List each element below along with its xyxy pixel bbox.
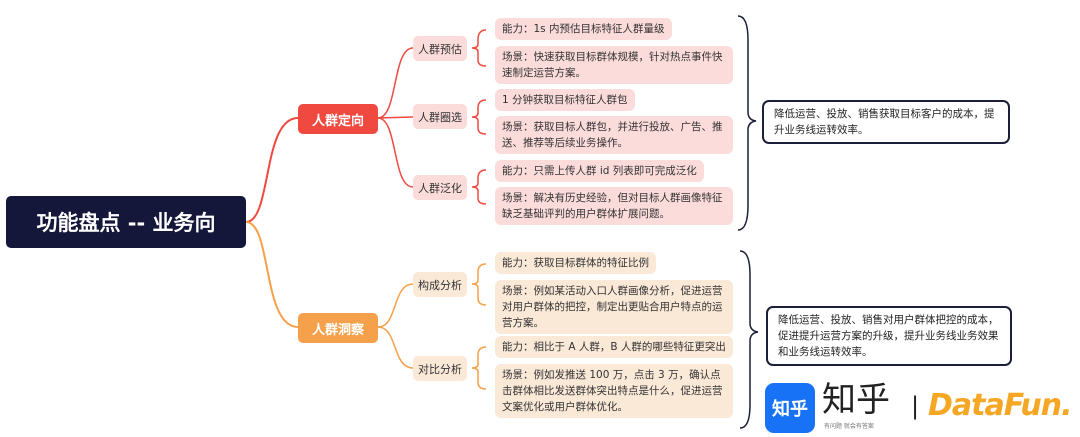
- leaf-compare-ability: 能力：相比于 A 人群，B 人群的哪些特征更突出: [495, 336, 733, 358]
- branch-insight: 人群洞察: [298, 313, 378, 343]
- connector-root-insight: [245, 221, 299, 328]
- connector-insight-compare: [377, 326, 414, 369]
- zhihu-slogan: 有问题 就会有答案: [824, 423, 874, 430]
- brace-composition: [471, 263, 487, 306]
- root-node: 功能盘点 -- 业务向: [6, 196, 246, 248]
- zhihu-logo-icon: 知乎: [765, 383, 815, 433]
- leaf-composition-scenario: 场景：例如某活动入口人群画像分析，促进运营对用户群体的把控，制定出更贴合用户特点…: [495, 280, 733, 334]
- leaf-estimate-scenario: 场景：快速获取目标群体规模，针对热点事件快速制定运营方案。: [495, 46, 733, 84]
- leaf-select-ability: 1 分钟获取目标特征人群包: [495, 89, 635, 111]
- logo-separator: |: [911, 392, 920, 420]
- connector-targeting-expand: [377, 117, 414, 188]
- connector-targeting-estimate: [377, 47, 414, 119]
- node-select: 人群圈选: [413, 104, 467, 129]
- summary-brace-insight: [739, 250, 759, 429]
- leaf-select-scenario: 场景：获取目标人群包，并进行投放、广告、推送、推荐等后续业务操作。: [495, 116, 733, 154]
- connector-root-targeting: [245, 117, 299, 223]
- branch-targeting: 人群定向: [298, 104, 378, 134]
- brace-expand: [471, 169, 487, 205]
- brace-estimate: [471, 29, 487, 67]
- leaf-composition-ability: 能力：获取目标群体的特征比例: [495, 252, 656, 274]
- connector-targeting-select: [377, 116, 414, 119]
- node-compare: 对比分析: [413, 356, 467, 381]
- node-composition: 构成分析: [413, 272, 467, 297]
- connector-insight-composition: [377, 283, 414, 328]
- brace-select: [471, 99, 487, 135]
- summary-brace-targeting: [737, 15, 757, 231]
- summary-targeting: 降低运营、投放、销售获取目标客户的成本，提升业务线运转效率。: [762, 100, 1010, 144]
- leaf-compare-scenario: 场景：例如发推送 100 万，点击 3 万，确认点击群体相比发送群体突出特点是什…: [495, 364, 733, 418]
- datafun-logo: DataFun.: [928, 388, 1072, 423]
- zhihu-wordmark: 知乎: [822, 380, 890, 420]
- summary-insight: 降低运营、投放、销售对用户群体把控的成本，促进提升运营方案的升级，提升业务线业务…: [766, 306, 1012, 366]
- leaf-expand-scenario: 场景：解决有历史经验，但对目标人群画像特征缺乏基础评判的用户群体扩展问题。: [495, 187, 733, 225]
- node-estimate: 人群预估: [413, 36, 467, 61]
- brace-compare: [471, 346, 487, 390]
- leaf-estimate-ability: 能力：1s 内预估目标特征人群量级: [495, 18, 672, 40]
- node-expand: 人群泛化: [413, 175, 467, 200]
- leaf-expand-ability: 能力：只需上传人群 id 列表即可完成泛化: [495, 160, 704, 182]
